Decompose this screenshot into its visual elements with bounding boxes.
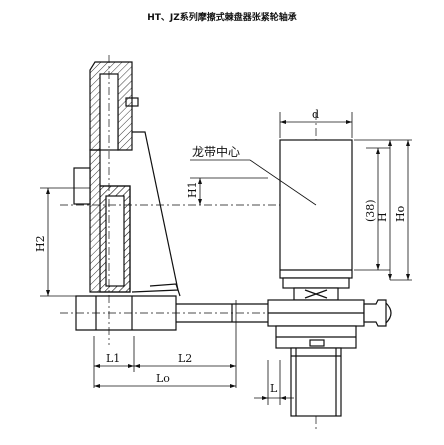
dim-l: L [270, 382, 278, 395]
shaft [176, 303, 268, 323]
base-chamfer [149, 283, 181, 297]
dim-h1: H1 [186, 181, 199, 198]
dimension-lines [40, 112, 412, 405]
dim-38: (38) [364, 199, 377, 222]
dim-l1: L1 [106, 352, 120, 365]
dim-h2: H2 [34, 235, 47, 252]
outer-wall [73, 167, 91, 205]
drawing-title: HT、JZ系列摩擦式棘盘器张紧轮轴承 [147, 13, 297, 23]
grease-nipple [363, 299, 387, 327]
dim-ho: Ho [394, 205, 407, 222]
roller-assembly [267, 139, 392, 417]
bearing-housing [282, 277, 350, 289]
dim-lo: Lo [156, 372, 170, 385]
arm-inner [105, 195, 125, 287]
dim-h: H [376, 212, 389, 222]
tapered-side [131, 131, 179, 293]
threaded-stud [290, 347, 342, 417]
arrowheads [46, 120, 410, 400]
callout-label: 龙带中心 [192, 144, 240, 159]
roller-body [279, 139, 353, 279]
top-bolt [125, 97, 139, 107]
dim-l2: L2 [178, 352, 192, 365]
left-section-view [73, 61, 268, 331]
dim-d: d [312, 108, 319, 121]
